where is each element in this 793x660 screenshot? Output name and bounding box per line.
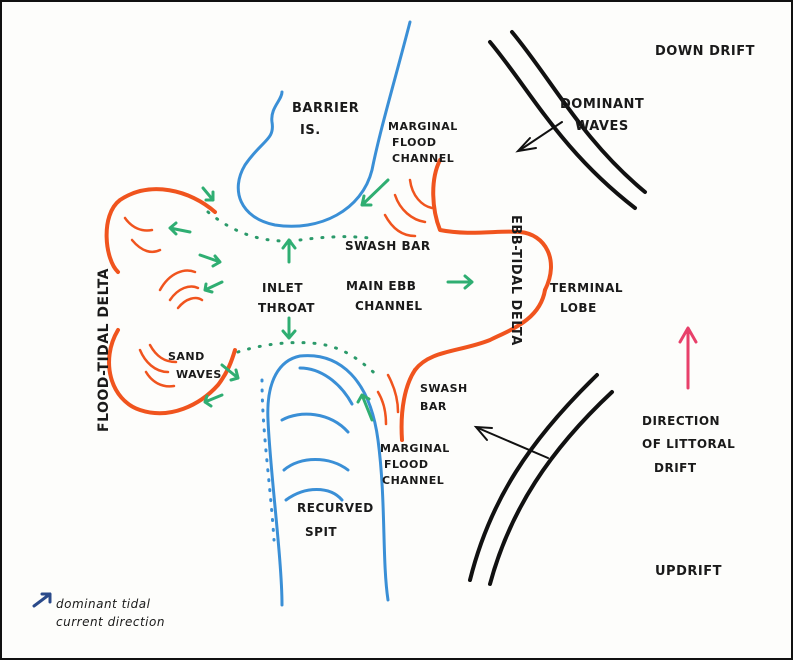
wave-crest-top-1 [488, 40, 637, 210]
flood-delta-ripple-5 [176, 296, 204, 310]
littoral-drift-arrowhead [678, 326, 698, 344]
spit-ridge-2 [282, 458, 350, 472]
dominant-wave-arrowhead-top [515, 137, 537, 153]
ebb-delta-swash-bottom [399, 368, 417, 442]
current-arrow [220, 363, 240, 382]
current-arrow [281, 238, 297, 264]
flood-delta-outline-upper [104, 187, 217, 274]
label-updrift: UPDRIFT [655, 564, 722, 579]
spit-ridge-dotted [260, 378, 276, 542]
label-sand-waves: SAND [168, 350, 205, 363]
wave-crest-bottom-1 [468, 373, 599, 582]
swash-ripple-c [408, 178, 434, 210]
current-arrow [198, 253, 222, 268]
dominant-wave-arrow-bottom [477, 427, 549, 459]
label-marginal-flood-bottom-3: CHANNEL [382, 474, 444, 487]
label-sand-waves-2: WAVES [176, 368, 222, 381]
label-terminal-lobe-2: LOBE [560, 301, 597, 315]
label-recurved-spit: RECURVED [297, 501, 374, 515]
spit-ridge-3 [284, 488, 344, 502]
legend-arrow-icon [32, 592, 52, 608]
current-arrow [201, 186, 215, 202]
current-arrow [203, 393, 224, 408]
current-arrow [360, 178, 390, 207]
current-arrow [446, 274, 474, 290]
label-main-ebb-channel: MAIN EBB [346, 279, 416, 293]
flood-delta-ripple-6 [138, 348, 170, 374]
label-direction-littoral-drift: DIRECTION [642, 414, 720, 428]
label-flood-tidal-delta: FLOOD-TIDAL DELTA [96, 268, 112, 432]
label-swash-bar-bottom: SWASH [420, 382, 468, 395]
recurved-spit-outline [266, 354, 390, 607]
flood-delta-ripple-3 [158, 269, 197, 292]
label-marginal-flood-top: MARGINAL [388, 120, 458, 133]
flood-delta-ripple-2 [130, 238, 162, 254]
dominant-wave-arrow-top [519, 121, 563, 151]
label-direction-littoral-drift-3: DRIFT [654, 461, 697, 475]
label-inlet-throat-2: THROAT [258, 301, 315, 315]
label-barrier-island-2: IS. [300, 123, 321, 138]
label-marginal-flood-bottom-2: FLOOD [384, 458, 428, 471]
label-swash-bar-top: SWASH BAR [345, 239, 431, 253]
swash-ripple-d [386, 373, 400, 414]
label-marginal-flood-top-2: FLOOD [392, 136, 436, 149]
label-terminal-lobe: TERMINAL [550, 281, 623, 295]
wave-crest-top-2 [510, 30, 647, 194]
barrier-island-outline [236, 20, 412, 228]
label-dominant-waves-2: WAVES [575, 119, 629, 134]
label-inlet-throat: INLET [262, 281, 303, 295]
flood-delta-ripple-4 [168, 285, 200, 302]
spit-ridge-1 [280, 412, 350, 434]
label-marginal-flood-top-3: CHANNEL [392, 152, 454, 165]
dominant-wave-arrowhead-bottom [473, 425, 493, 441]
spit-ridge-4 [298, 366, 354, 406]
ebb-delta-swash-top [431, 158, 553, 292]
wave-crest-bottom-2 [488, 390, 614, 586]
flood-delta-ripple-7 [148, 343, 178, 364]
label-recurved-spit-2: SPIT [305, 525, 337, 539]
current-arrow [203, 280, 224, 294]
label-marginal-flood-bottom: MARGINAL [380, 442, 450, 455]
legend-text-2: current direction [56, 615, 165, 629]
legend-text: dominant tidal [56, 597, 151, 611]
swash-ripple-e [376, 390, 388, 426]
label-swash-bar-bottom-2: BAR [420, 400, 447, 413]
inlet-margin-bottom [236, 341, 382, 380]
inlet-margin-top [206, 210, 372, 243]
ebb-delta-terminal-lobe [413, 288, 547, 372]
current-arrow [281, 316, 297, 340]
label-main-ebb-channel-2: CHANNEL [355, 299, 423, 313]
current-arrow [356, 393, 374, 422]
tidal-current-arrows [168, 178, 474, 422]
swash-ripple-b [383, 213, 417, 238]
label-ebb-tidal-delta: EBB-TIDAL DELTA [508, 215, 523, 346]
current-arrow [168, 221, 192, 236]
label-dominant-waves: DOMINANT [560, 97, 644, 112]
label-down-drift: DOWN DRIFT [655, 44, 755, 59]
swash-ripple-a [393, 193, 427, 224]
flood-delta-ripple-8 [144, 370, 176, 388]
label-direction-littoral-drift-2: OF LITTORAL [642, 437, 735, 451]
flood-delta-ripple-1 [123, 216, 154, 232]
label-barrier-island: BARRIER [292, 101, 359, 116]
